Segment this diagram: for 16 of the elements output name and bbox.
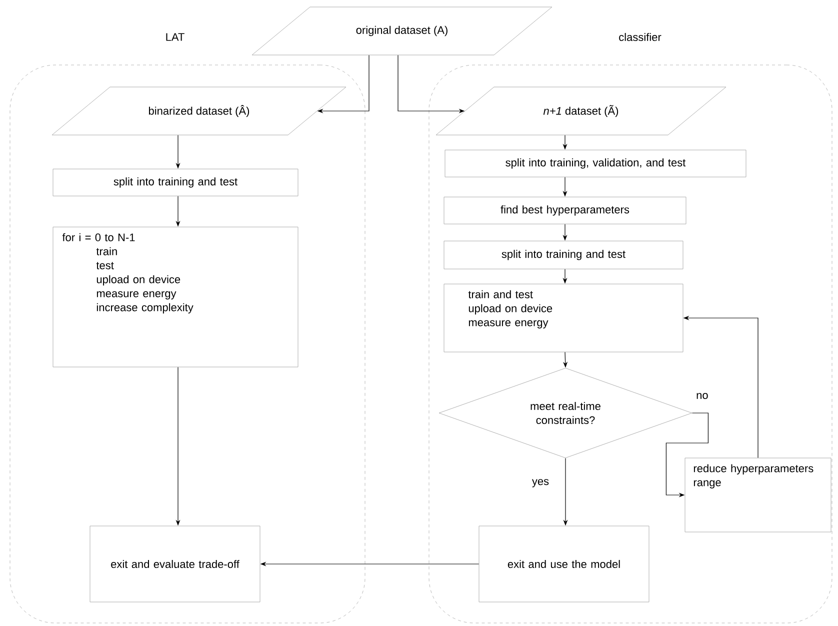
process-box: train and test upload on device measure energy <box>444 284 684 352</box>
process-box: exit and use the model <box>478 526 650 602</box>
process-box: split into training and test <box>444 240 684 270</box>
data-parallelogram: original dataset (A) <box>252 6 552 56</box>
region-heading: classifier <box>619 32 662 42</box>
data-parallelogram: binarized dataset (Â) <box>52 86 346 136</box>
process-box: exit and evaluate trade-off <box>90 526 260 602</box>
process-box: for i = 0 to N-1 train test upload on device measure energy increase complexity <box>52 226 298 368</box>
process-box: find best hyperparameters <box>444 196 686 224</box>
edge-label: no <box>695 392 710 400</box>
process-box: split into training and test <box>52 168 298 196</box>
data-parallelogram: n+1 dataset (Ã) <box>436 86 726 136</box>
edge-label: yes <box>530 478 550 488</box>
process-box: split into training, validation, and test <box>444 150 746 178</box>
region-heading: LAT <box>166 33 184 41</box>
process-box: reduce hyperparameters range <box>684 458 832 532</box>
